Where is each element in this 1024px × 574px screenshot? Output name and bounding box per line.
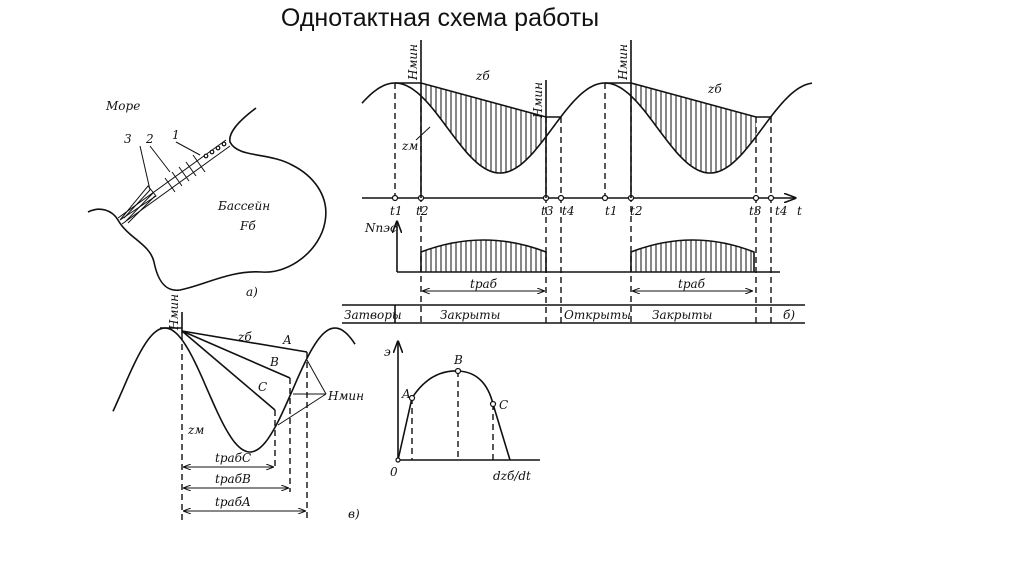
trab-c-label: tрабC (215, 451, 251, 465)
turbine-openings (203, 141, 227, 159)
gates-closed-2: Закрыты (652, 308, 712, 322)
dz-axis-label: dzб/dt (493, 469, 531, 483)
basin-line-a (181, 330, 308, 353)
basin-area-label: Fб (239, 219, 256, 233)
origin-label: 0 (390, 465, 398, 479)
t2-label: t2 (416, 204, 428, 218)
t4-label-2: t4 (775, 204, 787, 218)
point-b-label: B (453, 353, 463, 367)
mode-b-label: B (269, 355, 279, 369)
hmin-label-1: Hмин (406, 44, 420, 81)
time-marker-dot (601, 194, 609, 202)
working-area-1 (421, 83, 546, 173)
hmin-label-v2: Hмин (327, 389, 364, 403)
hmin-label-3: Hмин (616, 44, 630, 81)
time-labels: t1 t2 t3 t4 t1 t2 t3 t4 t (390, 204, 802, 218)
trab-label-1: tраб (470, 277, 498, 291)
basin-label: Бассейн (217, 199, 270, 213)
panel-b-tide-cycle: Hмин Hмин Hмин zб zб zм t1 t2 t3 t4 t1 t… (342, 40, 813, 325)
panel-v-tag: в) (348, 507, 360, 521)
zm-label: zм (401, 139, 418, 153)
mode-c-label: C (258, 380, 267, 394)
label-3: 3 (124, 132, 132, 146)
t2-label-2: t2 (630, 204, 642, 218)
gates-open: Открыты (564, 308, 631, 322)
sea-level-curve (361, 82, 813, 174)
zb-label-v: zб (237, 330, 252, 344)
hmin-label-2: Hмин (531, 82, 545, 119)
basin-line-b (181, 330, 291, 379)
time-marker-dot (767, 194, 775, 202)
time-marker-dot (557, 194, 565, 202)
zm-label-v: zм (187, 423, 204, 437)
basin-line-c (181, 330, 276, 411)
trab-a-label: tрабA (215, 495, 251, 509)
sea-label: Море (105, 99, 140, 113)
power-label: Nпэс (364, 221, 397, 235)
label-2: 2 (145, 132, 154, 146)
zb-label-1: zб (475, 69, 490, 83)
energy-axis-label: э (384, 345, 391, 359)
zb-label-2: zб (707, 82, 722, 96)
gates-label: Затворы (344, 308, 402, 322)
point-a-label: A (401, 387, 411, 401)
working-area-2 (631, 83, 756, 173)
time-marker-dot (391, 194, 399, 202)
t3-label: t3 (541, 204, 554, 218)
t4-label: t4 (562, 204, 574, 218)
point-c-label: C (499, 398, 508, 412)
power-hump-2 (631, 240, 754, 272)
slide-title: Однотактная схема работы (280, 4, 600, 32)
gates-closed-1: Закрыты (440, 308, 500, 322)
trab-label-2: tраб (678, 277, 706, 291)
mode-a-label: A (282, 333, 292, 347)
panel-v-operating-modes: Hмин zб A B C Hмин zм tрабC tрабB tрабA … (112, 294, 364, 522)
hmin-label-v: Hмин (167, 294, 181, 331)
t-axis-label: t (797, 204, 802, 218)
t1-label-2: t1 (605, 204, 617, 218)
basin-level-line-1 (395, 82, 561, 118)
trab-b-label: tрабB (215, 472, 251, 486)
panel-a-map: Море 3 2 1 Бассейн Fб а) (87, 99, 327, 299)
sea-level-curve-v (112, 327, 356, 453)
basin-outline (87, 107, 327, 291)
panel-energy-chart: э 0 A B C dzб/dt (384, 342, 540, 483)
turbine-marks (164, 154, 206, 193)
panel-a-tag: а) (246, 285, 258, 299)
power-hump-1 (421, 240, 546, 272)
t3-label-2: t3 (749, 204, 762, 218)
time-marker-dot (752, 194, 760, 202)
panel-b-tag: б) (783, 308, 795, 322)
basin-level-line-2 (605, 82, 771, 118)
t1-label: t1 (390, 204, 402, 218)
label-1: 1 (172, 128, 180, 142)
